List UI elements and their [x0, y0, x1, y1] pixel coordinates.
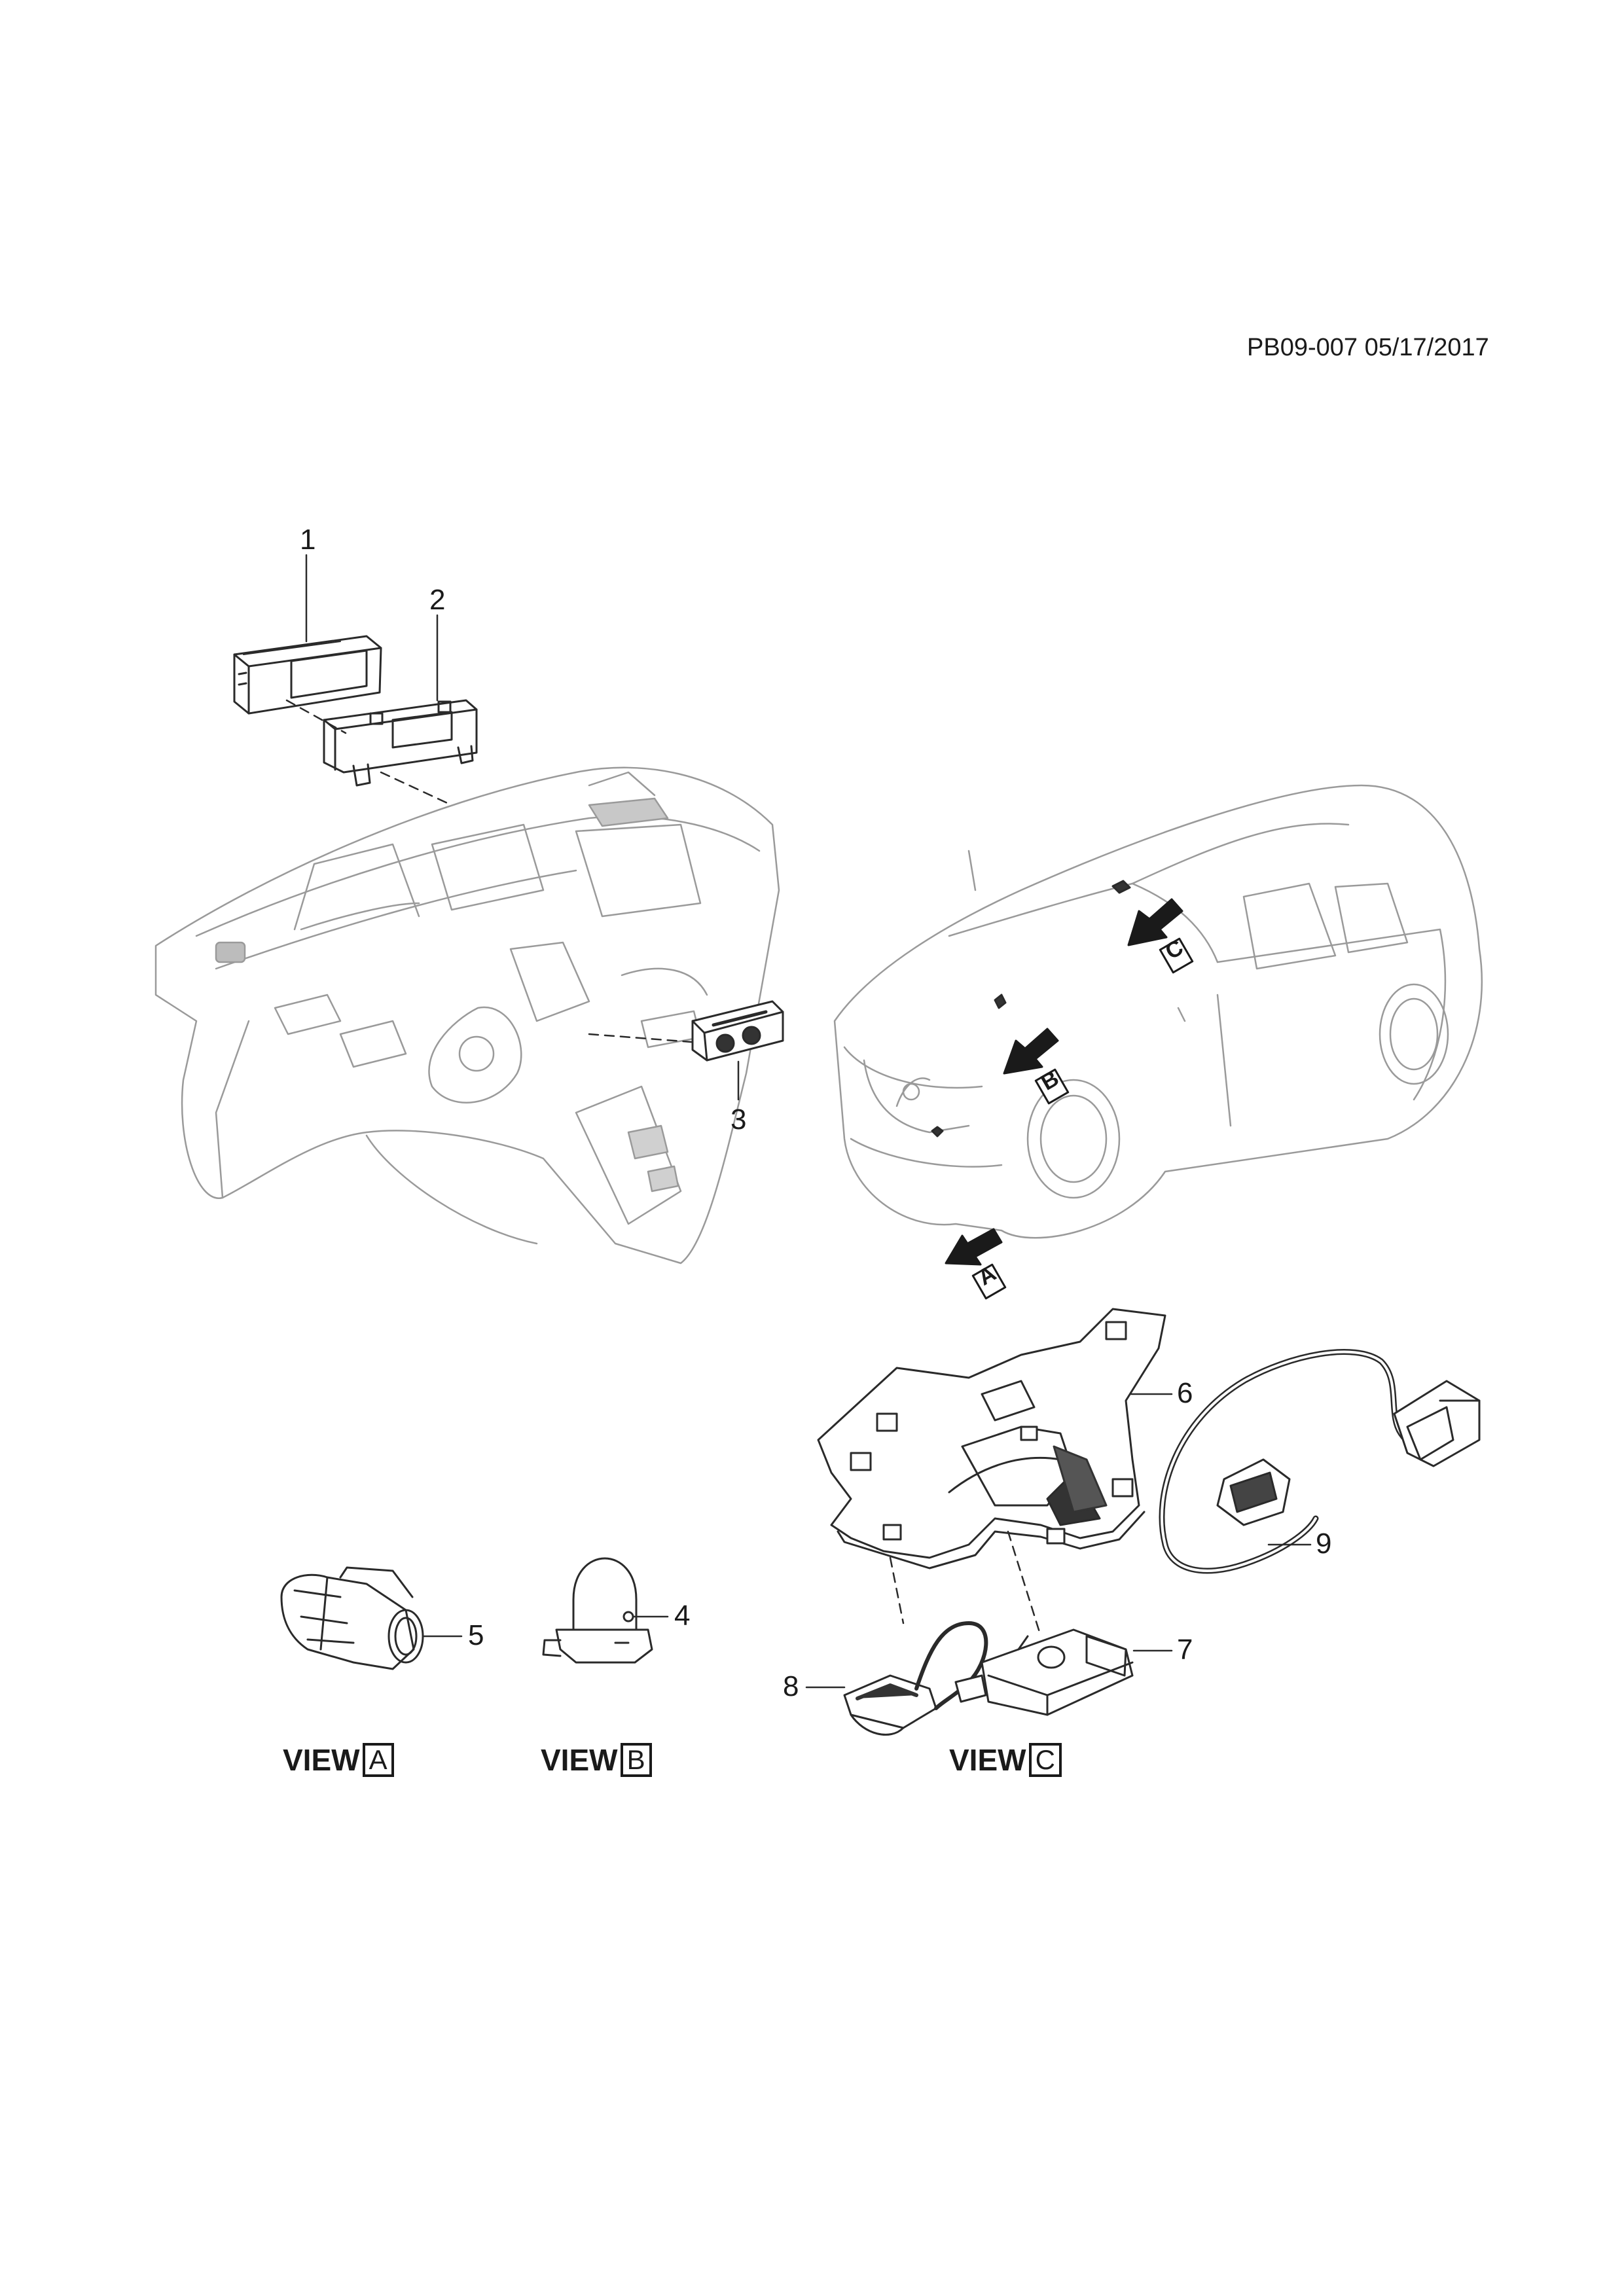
callout-3: 3: [731, 1103, 747, 1136]
view-a-word: VIEW: [283, 1743, 360, 1777]
callout-7: 7: [1177, 1634, 1193, 1666]
view-b-letter: B: [620, 1743, 652, 1777]
part-3-switch: [691, 1000, 784, 1062]
view-b-label: VIEW B: [541, 1742, 652, 1778]
view-b-word: VIEW: [541, 1743, 618, 1777]
car-marker-a: [931, 1126, 1007, 1300]
part-8-harness: [843, 1621, 988, 1736]
callout-9: 9: [1316, 1528, 1332, 1560]
callout-4: 4: [674, 1600, 691, 1632]
callout-2: 2: [429, 584, 446, 616]
part-1-display-module: [233, 635, 382, 715]
view-c-word: VIEW: [949, 1743, 1026, 1777]
part-5-sensor: [280, 1566, 424, 1670]
part-2-bracket: [323, 699, 478, 787]
view-a-label: VIEW A: [283, 1742, 394, 1778]
instrument-panel: [154, 766, 780, 1265]
document-code: PB09-007 05/17/2017: [1247, 334, 1489, 361]
car-marker-b: [994, 994, 1070, 1105]
car-marker-c: [1111, 880, 1194, 974]
callout-5: 5: [468, 1619, 484, 1651]
view-c-label: VIEW C: [949, 1742, 1062, 1778]
callout-6: 6: [1177, 1377, 1193, 1409]
callout-1: 1: [300, 524, 316, 556]
part-9-harness: [1159, 1349, 1481, 1574]
callout-8: 8: [783, 1670, 799, 1702]
part-7-module: [981, 1628, 1134, 1716]
part-6-plate: [817, 1308, 1166, 1570]
view-c-letter: C: [1028, 1743, 1062, 1777]
part-4-bulb: [542, 1557, 653, 1664]
car-illustration: [833, 784, 1483, 1239]
view-a-letter: A: [362, 1743, 394, 1777]
